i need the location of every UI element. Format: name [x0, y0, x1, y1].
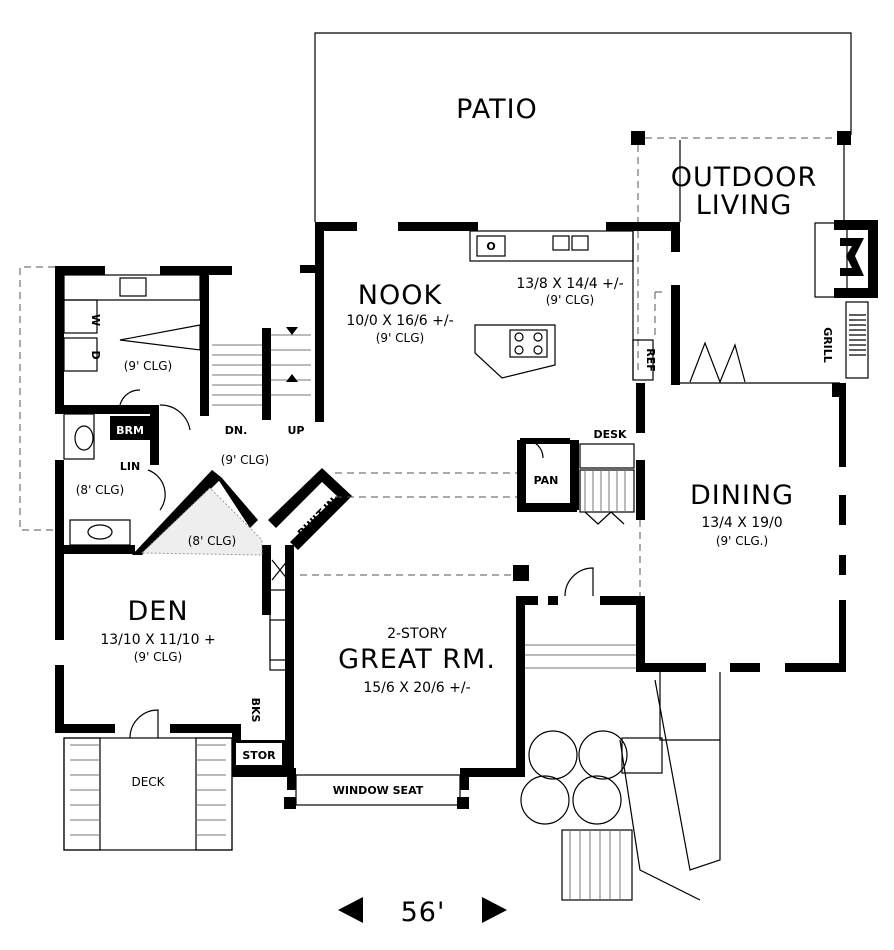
den-dims: 13/10 X 11/10 + — [100, 632, 215, 648]
bookshelves — [269, 559, 293, 671]
great-dims: 15/6 X 20/6 +/- — [363, 680, 470, 696]
arrow-right-icon — [482, 897, 507, 923]
deck — [63, 737, 233, 851]
bath-fixtures — [63, 413, 131, 546]
front-porch — [525, 644, 721, 901]
dashed-lines — [300, 231, 667, 596]
patio-outline — [314, 32, 852, 222]
label-outdoor: OUTDOOR — [671, 162, 818, 193]
closet-floor — [140, 487, 263, 556]
label-ref: REF — [644, 348, 657, 372]
window-seat — [295, 774, 461, 806]
label-stairs-up: UP — [288, 424, 305, 437]
left-bump-dashed — [19, 266, 55, 531]
kitchen-dims: 13/8 X 14/4 +/- — [516, 276, 623, 292]
laundry-fixtures — [63, 274, 201, 372]
label-grill: GRILL — [821, 327, 834, 363]
label-deck: DECK — [131, 775, 165, 789]
trees — [520, 730, 663, 825]
great-2story: 2-STORY — [387, 626, 447, 642]
folding-door — [689, 341, 746, 384]
stor-inner — [236, 743, 282, 765]
label-dryer: D — [89, 350, 102, 359]
label-lin: LIN — [120, 460, 140, 473]
pantry-stairs — [579, 443, 635, 513]
dimension-width: 56' — [401, 897, 446, 928]
label-pan: PAN — [534, 474, 559, 487]
label-brm: BRM — [116, 424, 144, 437]
interior-walls — [55, 266, 579, 615]
label-great-room: GREAT RM. — [338, 644, 496, 675]
label-patio: PATIO — [456, 94, 538, 125]
label-dining: DINING — [690, 480, 794, 511]
label-stairs-down: DN. — [225, 424, 248, 437]
label-den: DEN — [127, 596, 188, 627]
closet-clg: (8' CLG) — [188, 534, 236, 548]
outdoor-living-outline — [631, 131, 851, 384]
hall-clg: (9' CLG) — [221, 453, 269, 467]
kitchen-counter — [469, 230, 654, 381]
stairs — [212, 327, 311, 406]
label-bks: BKS — [249, 698, 262, 723]
label-stor: STOR — [242, 749, 276, 762]
nook-dims: 10/0 X 16/6 +/- — [346, 313, 453, 329]
dining-dims: 13/4 X 19/0 — [701, 515, 782, 531]
dining-clg: (9' CLG.) — [716, 534, 768, 548]
label-desk: DESK — [593, 428, 627, 441]
label-washer: W — [89, 314, 102, 326]
nook-clg: (9' CLG) — [376, 331, 424, 345]
den-clg: (9' CLG) — [134, 650, 182, 664]
grill-counter — [845, 301, 869, 379]
label-window-seat: WINDOW SEAT — [333, 784, 424, 797]
kitchen-island — [474, 324, 556, 379]
label-living: LIVING — [696, 190, 793, 221]
kitchen-clg: (9' CLG) — [546, 293, 594, 307]
arrow-left-icon — [338, 897, 363, 923]
doors — [119, 389, 625, 739]
bath-clg: (8' CLG) — [76, 483, 124, 497]
label-nook: NOOK — [358, 280, 443, 311]
laundry-clg: (9' CLG) — [124, 359, 172, 373]
label-oven: O — [486, 240, 495, 253]
fireplace — [814, 220, 878, 298]
